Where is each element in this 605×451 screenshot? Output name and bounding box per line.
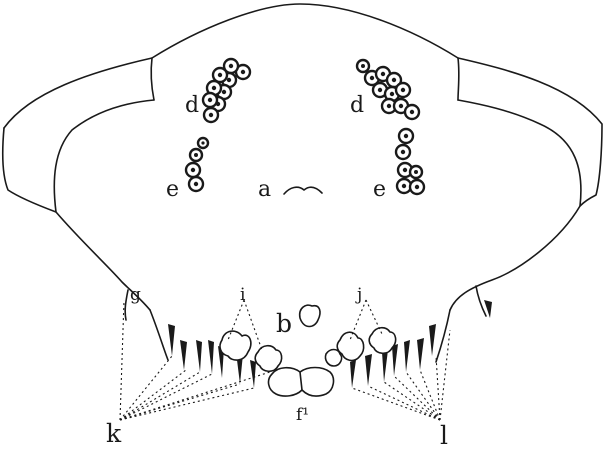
label-i: i: [240, 285, 246, 305]
label-k: k: [106, 419, 122, 448]
label-f1: f¹: [296, 405, 309, 425]
label-d-right: d: [350, 93, 364, 118]
label-b: b: [276, 309, 292, 338]
organ-b: [300, 305, 320, 326]
mouth-mark: [284, 187, 322, 194]
label-e-left: e: [166, 177, 179, 202]
eye-cluster-d-right: [357, 60, 419, 119]
label-d-left: d: [185, 93, 199, 118]
eye-cluster-e-left: [186, 138, 208, 191]
label-j: j: [355, 285, 362, 305]
label-e-right: e: [373, 177, 386, 202]
eye-cluster-d-left: [203, 59, 250, 122]
eye-cluster-e-right: [396, 129, 424, 194]
label-g: g: [130, 285, 141, 305]
head-outline: [3, 4, 602, 310]
label-l: l: [440, 421, 448, 450]
label-a: a: [258, 177, 271, 202]
